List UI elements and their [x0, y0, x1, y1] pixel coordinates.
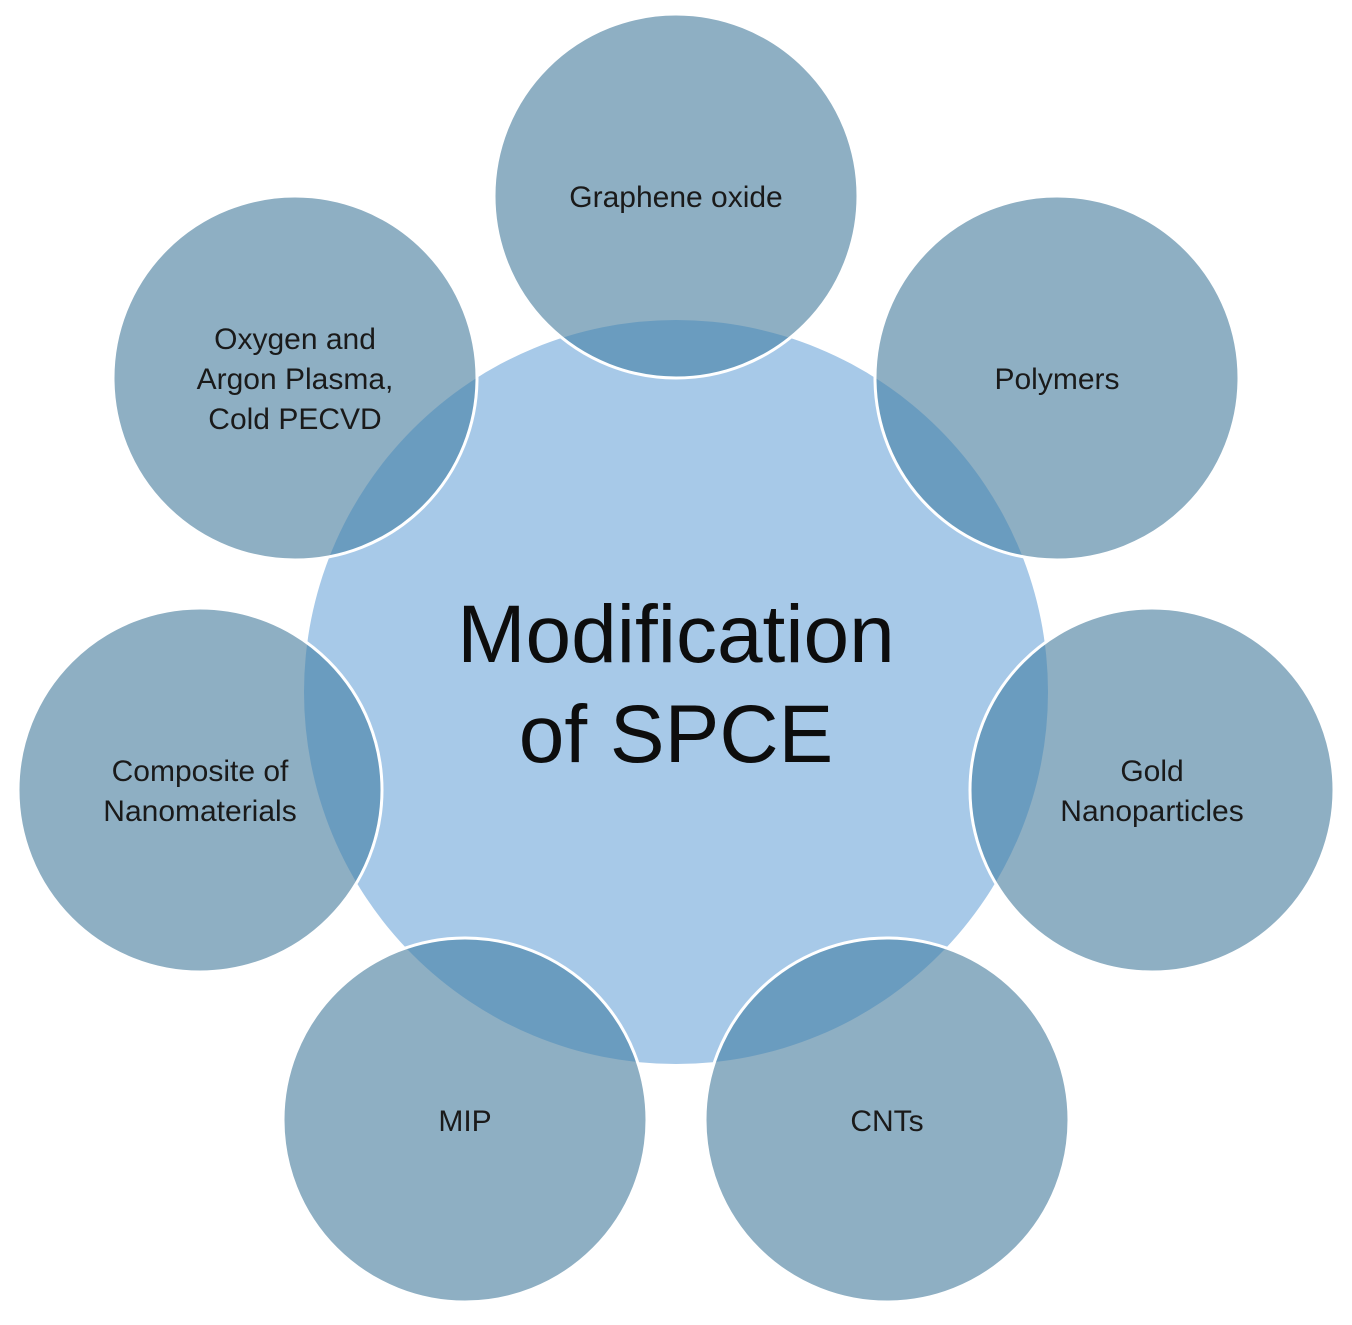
node-label-composite-of-nanomaterials: Composite of Nanomaterials: [103, 755, 296, 828]
node-ring-cnts: [703, 936, 1071, 1304]
node-label-line: Argon Plasma,: [197, 363, 394, 396]
node-circle-gold-nanoparticles: [970, 608, 1334, 972]
node-label-line: CNTs: [850, 1105, 923, 1138]
node-overlap-oxygen-argon-plasma: [304, 320, 477, 560]
node-label-mip: MIP: [438, 1105, 491, 1138]
node-label-line: Polymers: [994, 363, 1119, 396]
node-ring-polymers: [873, 194, 1241, 562]
node-circle-composite-of-nanomaterials: [18, 608, 382, 972]
center-label-line: Modification: [457, 589, 895, 680]
node-label-line: MIP: [438, 1105, 491, 1138]
node-label-line: Cold PECVD: [208, 403, 381, 436]
node-label-line: Nanoparticles: [1060, 795, 1243, 828]
node-ring-mip: [281, 936, 649, 1304]
node-ring-gold-nanoparticles: [968, 606, 1336, 974]
node-label-line: Graphene oxide: [569, 181, 783, 214]
node-label-line: Nanomaterials: [103, 795, 296, 828]
node-overlap-polymers: [875, 320, 1048, 560]
node-label-line: Oxygen and: [214, 323, 376, 356]
node-ring-composite-of-nanomaterials: [16, 606, 384, 974]
node-circle-graphene-oxide: [494, 14, 858, 378]
node-ring-graphene-oxide: [492, 12, 860, 380]
node-label-line: Composite of: [112, 755, 289, 788]
center-circle: [304, 320, 1048, 1064]
node-label-polymers: Polymers: [994, 363, 1119, 396]
node-label-graphene-oxide: Graphene oxide: [569, 181, 783, 214]
node-label-line: Gold: [1120, 755, 1183, 788]
center-label-line: of SPCE: [519, 689, 833, 780]
node-ring-oxygen-argon-plasma: [111, 194, 479, 562]
node-label-cnts: CNTs: [850, 1105, 923, 1138]
